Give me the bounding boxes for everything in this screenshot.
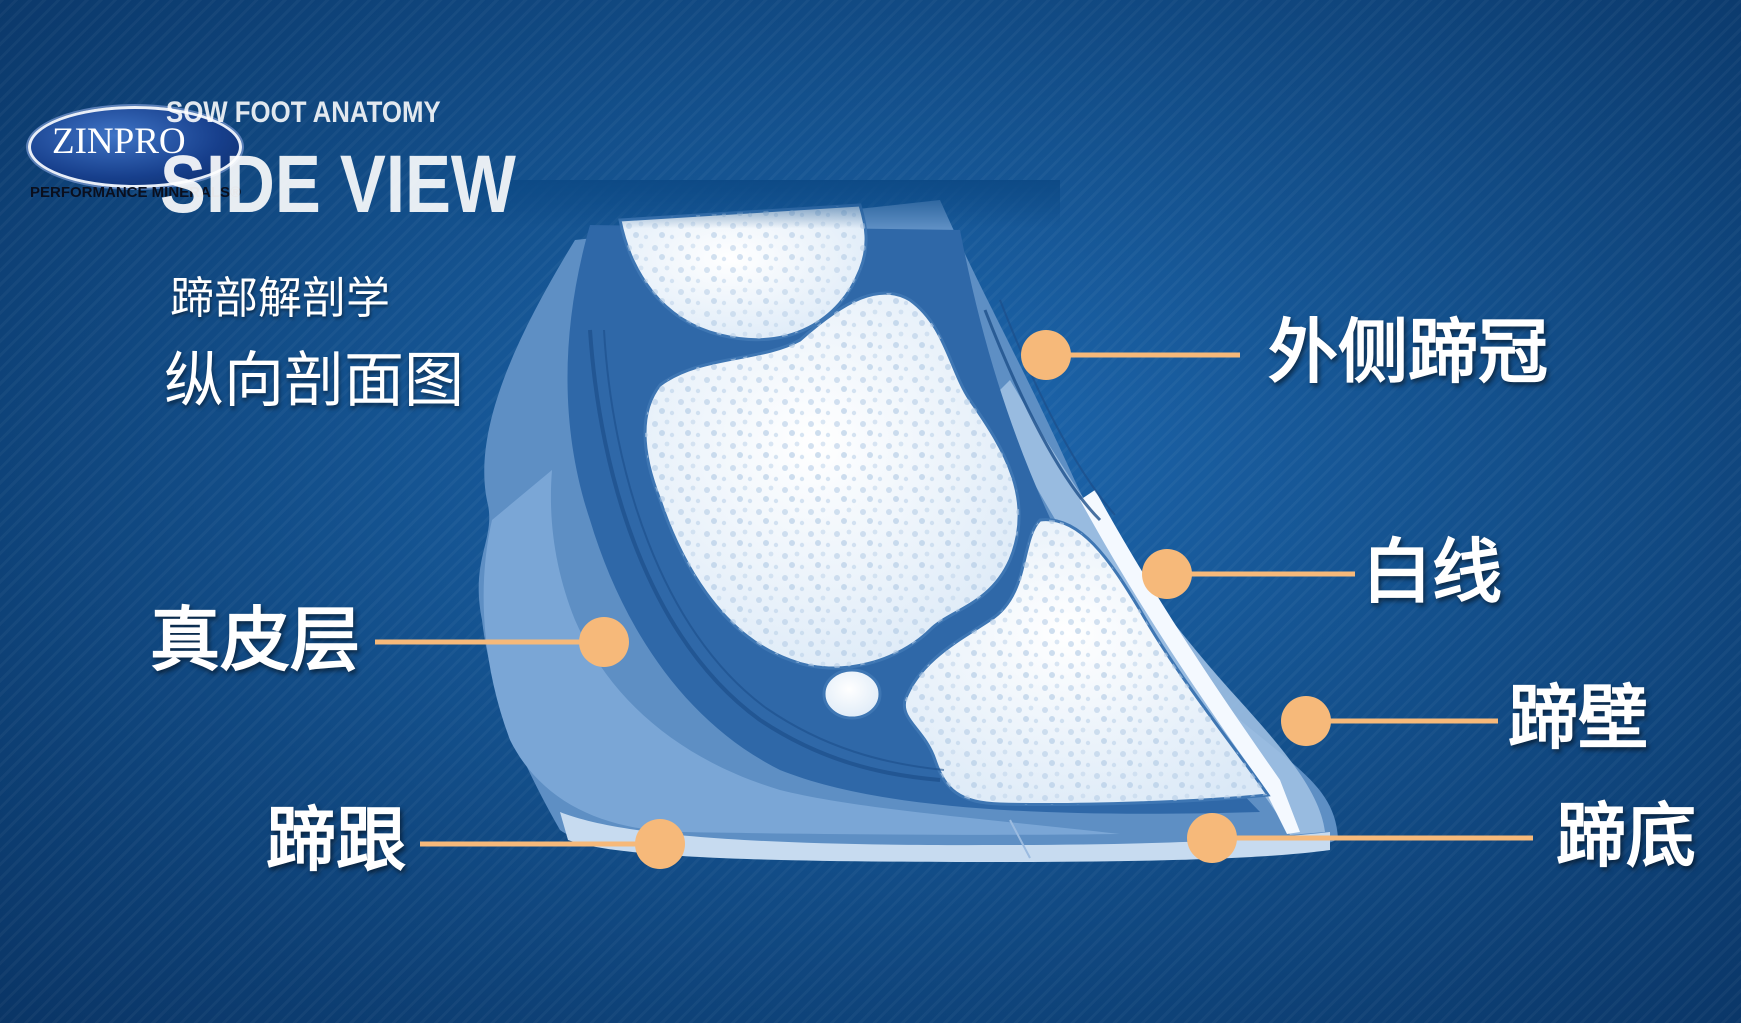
callout-lines bbox=[375, 352, 1533, 847]
marker-dot-white-line bbox=[1142, 549, 1192, 599]
flexor-tendon-line-2 bbox=[603, 329, 945, 771]
marker-dot-dermis bbox=[579, 617, 629, 667]
flexor-tendon-lines bbox=[588, 329, 941, 782]
label-white-line: 白线 bbox=[1362, 531, 1502, 613]
marker-dot-sole bbox=[1187, 813, 1237, 863]
heading-english: SIDE VIEW bbox=[160, 139, 516, 230]
white-line-strip bbox=[1080, 490, 1300, 834]
label-coronary-band: 外侧蹄冠 bbox=[1268, 311, 1548, 393]
callout-dots bbox=[579, 330, 1331, 869]
coffin-bone-texture bbox=[904, 519, 1268, 805]
label-heel: 蹄跟 bbox=[266, 799, 406, 881]
marker-dot-hoof-wall bbox=[1281, 696, 1331, 746]
logo-tagline: PERFORMANCE MINERALS® bbox=[30, 184, 242, 201]
zinpro-logo: ZINPRO PERFORMANCE MINERALS® bbox=[24, 100, 264, 210]
overline-english: SOW FOOT ANATOMY bbox=[166, 96, 441, 129]
logo-wordmark: ZINPRO bbox=[52, 121, 186, 162]
heel-cushion bbox=[483, 470, 1120, 835]
label-hoof-wall: 蹄壁 bbox=[1508, 677, 1648, 759]
subtitle-chinese: 蹄部解剖学 bbox=[170, 273, 390, 324]
marker-dot-coronary-band bbox=[1021, 330, 1071, 380]
top-fade bbox=[460, 180, 1060, 400]
title-chinese: 纵向剖面图 bbox=[164, 346, 464, 416]
marker-dot-heel bbox=[635, 819, 685, 869]
sole-seam bbox=[1009, 819, 1031, 859]
label-dermis: 真皮层 bbox=[150, 599, 360, 681]
logo-oval bbox=[28, 106, 242, 188]
navicular-bone bbox=[822, 668, 882, 720]
label-sole: 蹄底 bbox=[1556, 795, 1696, 877]
sole-layer bbox=[560, 812, 1330, 862]
